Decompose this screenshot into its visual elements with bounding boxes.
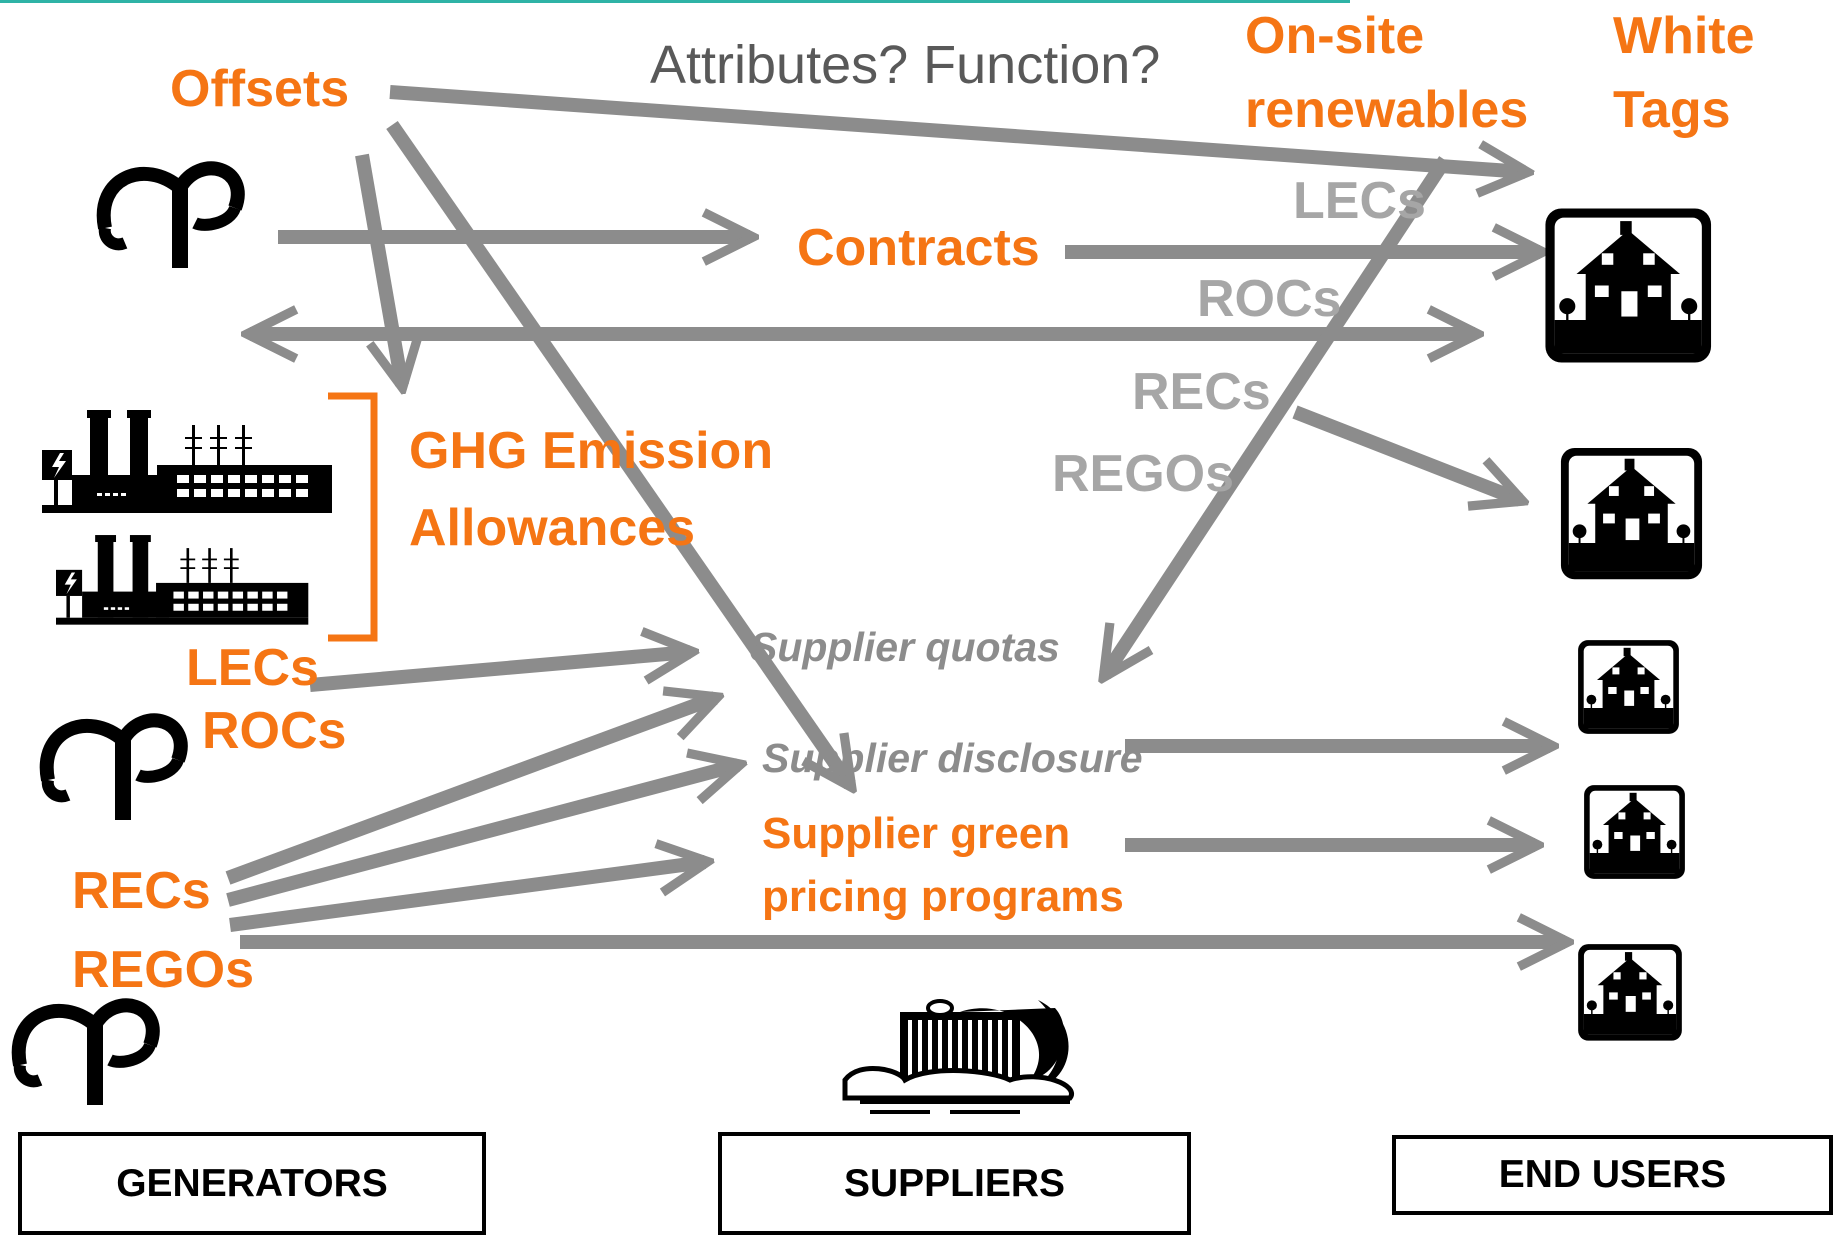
arrow-onsite-to-quotas [1105,156,1451,675]
green-pricing-label-line1: Supplier green [762,809,1071,858]
rocs-left-label: ROCs [202,702,347,760]
generators-label: GENERATORS [116,1161,388,1205]
green-pricing-label-line2: pricing programs [762,872,1124,921]
offsets-label: Offsets [170,60,350,118]
arrow-regos-to-green [229,862,705,932]
arrow-lecs-to-quotas [309,652,690,692]
question-label: Attributes? Function? [650,35,1161,95]
white-tags-label-line1: White [1613,7,1755,65]
arrow-recs-to-disclosure [226,765,738,907]
wind-turbine-icon [104,168,238,268]
house-icon [1545,208,1712,363]
house-icon [1560,447,1703,580]
arrow-offsets-to-whitetags [389,85,1525,172]
power-plant-icon [42,410,332,513]
rocs-upper-label: ROCs [1197,270,1342,328]
house-icon [1578,944,1682,1041]
end-users-box: END USERS [1392,1135,1833,1215]
ghg-bracket [328,392,378,642]
suppliers-box: SUPPLIERS [718,1132,1191,1235]
arrow-offsets-to-ghg [355,153,402,385]
recs-left-label: RECs [72,862,211,920]
generators-box: GENERATORS [18,1132,486,1235]
white-tags-label-line2: Tags [1613,81,1731,139]
onsite-label-line2: renewables [1245,81,1529,139]
accent-line [0,0,1350,3]
contracts-label: Contracts [797,219,1040,277]
ghg-label-line2: Allowances [409,499,696,557]
lecs-upper-label: LECs [1293,172,1426,230]
arrow-recs-to-house [1292,405,1520,500]
supplier-disclosure-label: Supplier disclosure [762,735,1143,781]
arrow-recs-to-quotas [225,698,715,885]
supplier-building-icon [842,999,1075,1114]
suppliers-label: SUPPLIERS [843,1161,1066,1205]
lecs-left-label: LECs [186,639,319,697]
wind-turbine-icon [19,1005,153,1105]
regos-upper-label: REGOs [1052,445,1235,503]
power-plant-icon [56,535,309,625]
end-users-label: END USERS [1498,1153,1727,1196]
supplier-quotas-label: Supplier quotas [750,624,1060,670]
house-icon [1578,640,1679,734]
onsite-label-line1: On-site [1245,7,1425,65]
recs-upper-label: RECs [1132,363,1271,421]
wind-turbine-icon [47,720,181,820]
house-icon [1584,785,1685,879]
regos-left-label: REGOs [72,941,255,999]
ghg-label-line1: GHG Emission [409,422,774,480]
